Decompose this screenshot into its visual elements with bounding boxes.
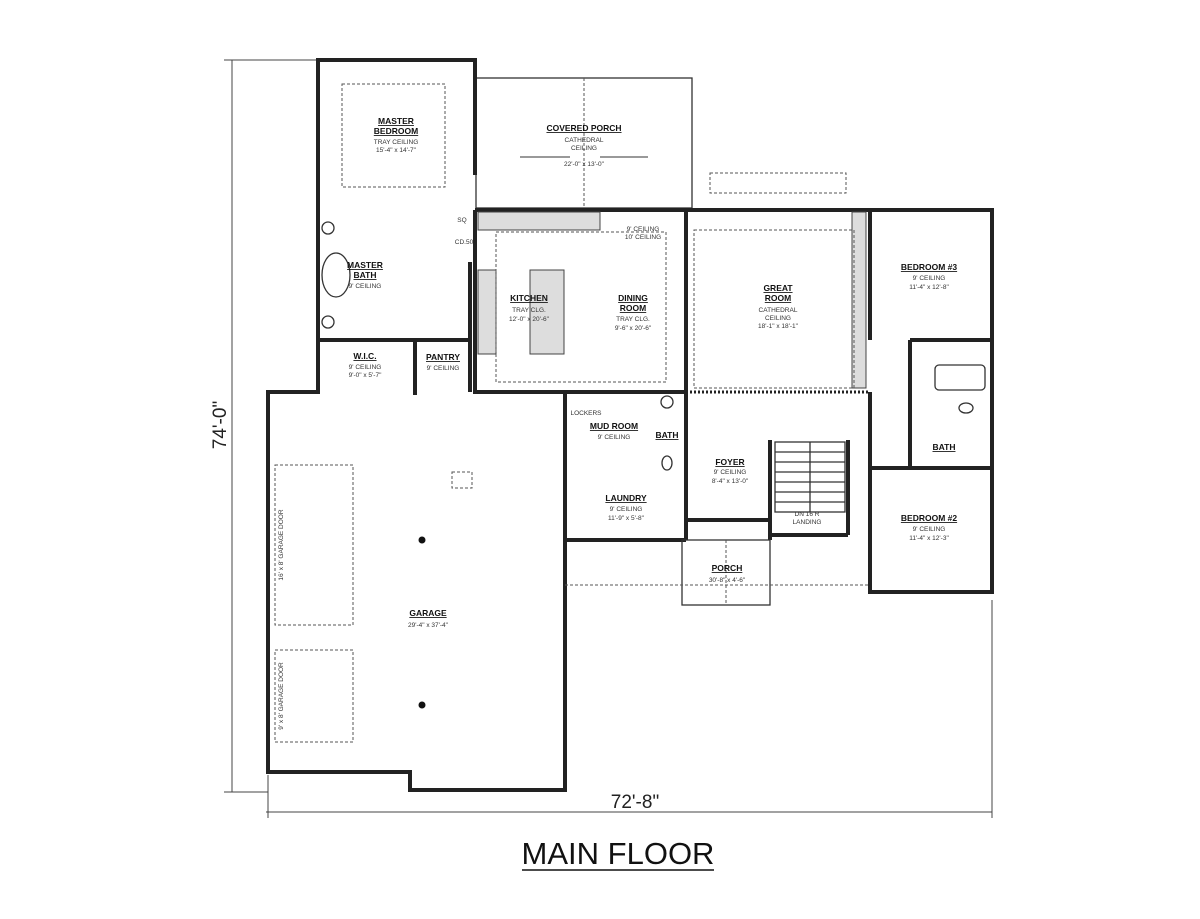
svg-text:12'-0" x 20'-6": 12'-0" x 20'-6" <box>509 316 550 323</box>
sq-note: SQ <box>457 217 466 224</box>
svg-text:CEILING: CEILING <box>765 315 791 322</box>
svg-text:ROOM: ROOM <box>620 303 646 313</box>
svg-text:8'-4" x 13'-0": 8'-4" x 13'-0" <box>712 478 749 485</box>
svg-text:BATH: BATH <box>354 270 377 280</box>
staircase <box>774 441 846 513</box>
svg-text:COVERED PORCH: COVERED PORCH <box>546 123 621 133</box>
room-foyer: FOYER 9' CEILING 8'-4" x 13'-0" <box>712 457 749 485</box>
svg-text:22'-0" x 13'-0": 22'-0" x 13'-0" <box>564 161 605 168</box>
stairs-label: DN 16 R LANDING <box>793 511 822 526</box>
svg-text:LAUNDRY: LAUNDRY <box>605 493 647 503</box>
room-pantry: PANTRY 9' CEILING <box>426 352 460 372</box>
svg-text:9' CEILING: 9' CEILING <box>913 526 946 533</box>
room-bedroom-2: BEDROOM #2 9' CEILING 11'-4" x 12'-3" <box>901 513 957 542</box>
svg-text:W.I.C.: W.I.C. <box>353 351 376 361</box>
svg-text:15'-4" x 14'-7": 15'-4" x 14'-7" <box>376 147 417 154</box>
svg-text:CATHEDRAL: CATHEDRAL <box>565 137 604 144</box>
svg-text:16' x 8' GARAGE DOOR: 16' x 8' GARAGE DOOR <box>278 509 285 580</box>
room-mud-bath: BATH <box>656 430 679 440</box>
svg-text:CEILING: CEILING <box>571 145 597 152</box>
svg-text:9' CEILING: 9' CEILING <box>627 226 660 233</box>
svg-text:9' CEILING: 9' CEILING <box>349 283 382 290</box>
svg-text:GREAT: GREAT <box>763 283 793 293</box>
room-kitchen: KITCHEN TRAY CLG. 12'-0" x 20'-6" <box>509 293 550 323</box>
svg-text:TRAY CEILING: TRAY CEILING <box>374 139 419 146</box>
depth-dimension-line <box>224 59 316 793</box>
svg-text:MASTER: MASTER <box>378 116 414 126</box>
room-mud-room: LOCKERS MUD ROOM 9' CEILING <box>570 410 638 441</box>
svg-text:DN 16 R: DN 16 R <box>795 511 820 518</box>
svg-text:10' CEILING: 10' CEILING <box>625 234 661 241</box>
svg-text:DINING: DINING <box>618 293 648 303</box>
svg-text:KITCHEN: KITCHEN <box>510 293 548 303</box>
svg-text:PORCH: PORCH <box>712 563 743 573</box>
width-dimension-line <box>266 600 993 818</box>
room-bedroom-3: BEDROOM #3 9' CEILING 11'-4" x 12'-8" <box>901 262 957 291</box>
svg-text:9' CEILING: 9' CEILING <box>427 365 460 372</box>
svg-text:11'-4" x 12'-3": 11'-4" x 12'-3" <box>909 535 949 542</box>
svg-text:9' CEILING: 9' CEILING <box>349 364 382 371</box>
room-wic: W.I.C. 9' CEILING 9'-0" x 5'-7" <box>349 351 382 379</box>
svg-text:ROOM: ROOM <box>765 293 791 303</box>
kitchen-ceiling-note: 9' CEILING 10' CEILING <box>625 226 661 241</box>
svg-text:11'-4" x 12'-8": 11'-4" x 12'-8" <box>909 284 949 291</box>
svg-text:BEDROOM #3: BEDROOM #3 <box>901 262 957 272</box>
garage-door-16 <box>274 464 354 626</box>
plan-title: MAIN FLOOR <box>522 836 715 871</box>
svg-text:BEDROOM: BEDROOM <box>374 126 418 136</box>
svg-text:PANTRY: PANTRY <box>426 352 460 362</box>
svg-text:BEDROOM #2: BEDROOM #2 <box>901 513 957 523</box>
svg-text:LOCKERS: LOCKERS <box>570 410 602 417</box>
room-hall-bath: BATH <box>933 442 956 452</box>
depth-dimension: 74'-0" <box>210 401 231 449</box>
svg-text:11'-9" x 5'-8": 11'-9" x 5'-8" <box>608 515 645 522</box>
svg-text:MUD ROOM: MUD ROOM <box>590 421 638 431</box>
room-porch: PORCH 30'-8" x 4'-6" <box>709 563 746 584</box>
room-master-bedroom: MASTER BEDROOM TRAY CEILING 15'-4" x 14'… <box>374 116 419 154</box>
svg-text:30'-8" x 4'-6": 30'-8" x 4'-6" <box>709 577 746 584</box>
svg-text:FOYER: FOYER <box>715 457 744 467</box>
width-dimension: 72'-8" <box>611 792 659 813</box>
svg-text:9' x 8' GARAGE DOOR: 9' x 8' GARAGE DOOR <box>278 662 285 730</box>
svg-text:CATHEDRAL: CATHEDRAL <box>759 307 798 314</box>
svg-text:9' CEILING: 9' CEILING <box>714 469 747 476</box>
room-great-room: GREAT ROOM CATHEDRAL CEILING 18'-1" x 18… <box>758 283 799 330</box>
svg-text:MASTER: MASTER <box>347 260 383 270</box>
garage-door-9 <box>274 649 354 743</box>
svg-text:18'-1" x 18'-1": 18'-1" x 18'-1" <box>758 323 799 330</box>
room-laundry: LAUNDRY 9' CEILING 11'-9" x 5'-8" <box>605 493 647 522</box>
room-covered-porch: COVERED PORCH CATHEDRAL CEILING 22'-0" x… <box>546 123 621 168</box>
svg-text:TRAY CLG.: TRAY CLG. <box>512 307 546 314</box>
svg-text:29'-4" x 37'-4": 29'-4" x 37'-4" <box>408 622 449 629</box>
room-master-bath: MASTER BATH 9' CEILING <box>347 260 383 290</box>
svg-text:GARAGE: GARAGE <box>409 608 447 618</box>
svg-text:LANDING: LANDING <box>793 519 822 526</box>
svg-text:9'-0" x 5'-7": 9'-0" x 5'-7" <box>349 372 382 379</box>
svg-text:9'-6" x 20'-6": 9'-6" x 20'-6" <box>615 325 652 332</box>
svg-text:9' CEILING: 9' CEILING <box>610 506 643 513</box>
svg-text:9' CEILING: 9' CEILING <box>913 275 946 282</box>
room-garage: GARAGE 29'-4" x 37'-4" 16' x 8' GARAGE D… <box>278 509 449 730</box>
svg-text:TRAY CLG.: TRAY CLG. <box>616 316 650 323</box>
svg-text:9' CEILING: 9' CEILING <box>598 434 631 441</box>
room-dining: DINING ROOM TRAY CLG. 9'-6" x 20'-6" <box>615 293 652 332</box>
cd-note: CD.50 <box>455 239 474 246</box>
